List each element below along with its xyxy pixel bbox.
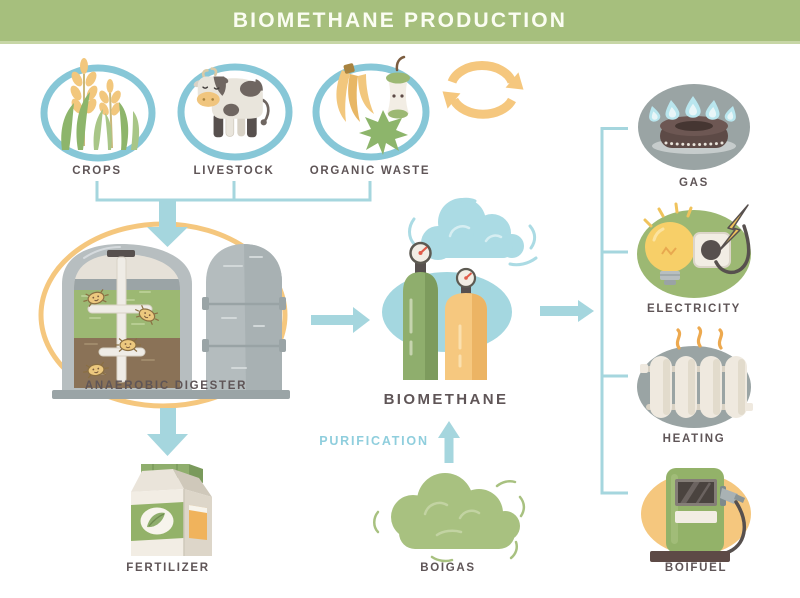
- banana-peel-icon: [336, 63, 374, 122]
- biofuel-pump-icon: [641, 468, 751, 562]
- purification-label: PURIFICATION: [319, 434, 429, 448]
- anaerobic-digester-label: ANAEROBIC DIGESTER: [84, 380, 248, 392]
- purification-arrow-icon: [438, 421, 460, 463]
- recycle-arrows-icon: [442, 61, 524, 119]
- outputs-bracket: [600, 127, 628, 495]
- livestock-label: LIVESTOCK: [193, 165, 275, 177]
- inputs-connector: [95, 181, 372, 202]
- biogas-label: BOIGAS: [420, 562, 476, 574]
- heating-radiator-icon: [637, 326, 753, 428]
- arrow-biomethane-to-outputs: [540, 300, 594, 322]
- apple-core-icon: [386, 55, 410, 119]
- crops-icon: [40, 58, 156, 162]
- gas-label: GAS: [678, 177, 710, 189]
- gas-burner-icon: [638, 84, 750, 170]
- anaerobic-digester-icon: [38, 221, 290, 409]
- arrow-digester-to-biomethane: [311, 307, 370, 333]
- biomethane-label: BIOMETHANE: [383, 391, 509, 408]
- arrow-digester-to-fertilizer: [147, 408, 188, 456]
- livestock-icon: [177, 63, 293, 161]
- leaf-icon: [359, 110, 408, 155]
- fertilizer-carton-icon: [131, 464, 212, 556]
- organic-waste-label: ORGANIC WASTE: [309, 165, 431, 177]
- biogas-cloud-icon: [373, 473, 526, 563]
- biofuel-label: BOIFUEL: [664, 562, 728, 574]
- electricity-label: ELECTRICITY: [646, 303, 742, 315]
- arrow-inputs-to-digester: [147, 200, 188, 247]
- crops-label: CROPS: [72, 165, 122, 177]
- organic-waste-icon: [312, 55, 430, 161]
- electricity-bulb-icon: [637, 202, 751, 298]
- methane-cloud-icon: [408, 197, 538, 267]
- title-banner: BIOMETHANE PRODUCTION: [0, 0, 800, 44]
- fertilizer-label: FERTILIZER: [126, 562, 210, 574]
- page-title: BIOMETHANE PRODUCTION: [232, 8, 568, 32]
- biomethane-cylinders-icon: [382, 241, 512, 380]
- heating-label: HEATING: [662, 433, 726, 445]
